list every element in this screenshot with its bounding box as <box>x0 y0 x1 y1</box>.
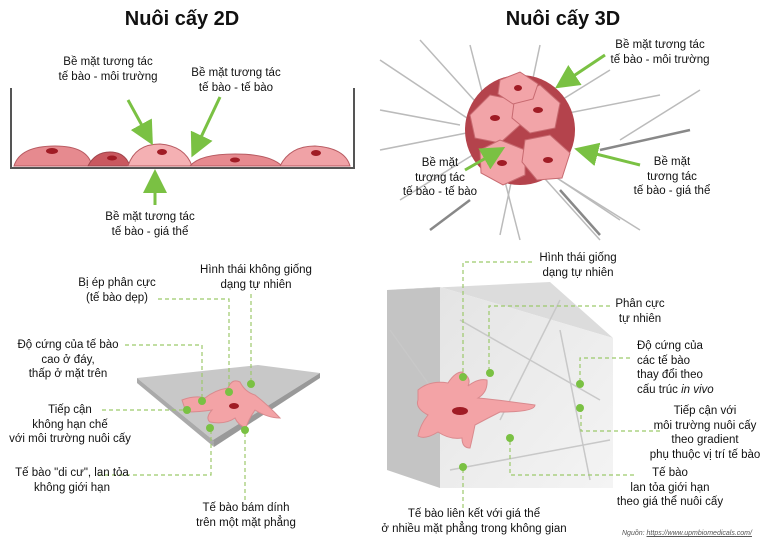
marker-dots-3d <box>459 369 584 471</box>
label-line: Bề mặt <box>653 156 691 168</box>
label-line: Phân cực <box>615 298 665 310</box>
label-line: tế bào - tế bào <box>402 186 478 198</box>
label-3d-natural-polarity: Phân cực tự nhiên <box>615 297 664 326</box>
label-line: cao ở đáy, <box>41 353 95 366</box>
label-line: Bề mặt tương tác <box>191 67 281 79</box>
label-line: tế bào - môi trường <box>58 70 158 83</box>
label-italic-text: in vivo <box>681 383 714 396</box>
label-line: trên một mặt phẳng <box>196 516 296 529</box>
label-line: Tiếp cận <box>48 404 92 416</box>
label-line: tương tác <box>415 171 465 184</box>
label-2d-migration: Tế bào "di cư", lan tỏa không giới hạn <box>15 466 129 495</box>
title-3d-culture: Nuôi cấy 3D <box>505 8 621 30</box>
label-line: Bề mặt tương tác <box>63 56 153 68</box>
label-2d-adhesion: Tế bào bám dính trên một mặt phẳng <box>196 501 296 530</box>
label-line: Bề mặt <box>421 157 459 169</box>
petri-dish-2d <box>10 88 355 169</box>
source-credit: Nguồn: https://www.upmbiomedicals.com/ <box>622 530 752 537</box>
scaffold-cube-3d <box>387 282 613 488</box>
label-2d-unnatural-morphology: Hình thái không giống dạng tự nhiên <box>200 263 312 292</box>
label-line: với môi trường nuôi cấy <box>9 433 131 445</box>
label-2d-cell-cell-interface: Bề mặt tương tác tế bào - tế bào <box>191 66 280 95</box>
label-line: cấu trúc in vivo <box>637 383 714 398</box>
label-3d-multiplane-binding: Tế bào liên kết với giá thể ở nhiều mặt p… <box>381 507 566 536</box>
label-2d-forced-polarity: Bị ép phân cực (tế bào dẹp) <box>78 276 155 305</box>
label-2d-unlimited-access: Tiếp cận không hạn chế với môi trường nuôi… <box>9 403 131 447</box>
label-3d-stiffness: Độ cứng của các tế bào thay đổi theo cấu tr… <box>637 339 714 397</box>
label-line: Tế bào "di cư", lan tỏa <box>15 467 129 479</box>
arrows-3d <box>464 53 641 172</box>
label-line: Tế bào liên kết với giá thể <box>407 508 541 520</box>
label-3d-limited-spread: Tế bào lan tỏa giới hạn theo giá thể nuôi … <box>617 466 723 510</box>
label-text: cấu trúc <box>637 383 682 396</box>
label-line: Hình thái không giống <box>200 264 312 276</box>
label-line: không giới hạn <box>34 481 110 494</box>
source-label: Nguồn: <box>622 530 647 537</box>
label-2d-cell-scaffold-interface: Bề mặt tương tác tế bào - giá thể <box>105 210 194 239</box>
label-3d-cell-scaffold-interface: Bề mặt tương tác tế bào - giá thể <box>634 155 711 199</box>
label-line: theo gradient <box>671 434 739 446</box>
label-line: tự nhiên <box>618 312 662 325</box>
label-2d-stiffness: Độ cứng của tế bào cao ở đáy, thấp ở mặt t… <box>17 338 118 382</box>
label-line: Tế bào <box>652 467 688 479</box>
label-line: tế bào - tế bào <box>198 81 274 94</box>
arrows-2d <box>126 96 222 205</box>
cell-cluster-3d <box>379 39 701 241</box>
label-3d-gradient-access: Tiếp cận với môi trường nuôi cấy theo grad… <box>650 404 761 462</box>
label-3d-cell-cell-interface: Bề mặt tương tác tế bào - tế bào <box>403 156 477 200</box>
leader-lines-2d <box>98 294 252 500</box>
label-line: tế bào - môi trường <box>610 53 710 66</box>
marker-dots-2d <box>183 380 255 434</box>
label-line: (tế bào dẹp) <box>85 291 149 304</box>
label-line: Tế bào bám dính <box>202 502 290 514</box>
source-link[interactable]: https://www.upmbiomedicals.com/ <box>646 530 752 537</box>
label-3d-natural-morphology: Hình thái giống dạng tự nhiên <box>539 251 616 280</box>
label-line: tương tác <box>647 170 697 183</box>
label-line: lan tỏa giới hạn <box>630 481 710 494</box>
label-line: môi trường nuôi cấy <box>653 419 757 432</box>
label-line: Độ cứng của tế bào <box>17 339 119 351</box>
label-line: các tế bào <box>637 354 691 367</box>
label-line: ở nhiều mặt phẳng trong không gian <box>381 522 567 535</box>
label-line: thay đổi theo <box>637 369 703 381</box>
title-2d-culture: Nuôi cấy 2D <box>124 8 240 30</box>
label-line: Bề mặt tương tác <box>105 211 195 223</box>
label-line: Hình thái giống <box>539 252 617 264</box>
label-2d-cell-medium-interface: Bề mặt tương tác tế bào - môi trường <box>59 55 158 84</box>
label-line: dạng tự nhiên <box>220 278 292 291</box>
label-line: tế bào - giá thể <box>633 185 711 197</box>
label-line: Độ cứng của <box>637 340 703 352</box>
label-line: dạng tự nhiên <box>542 266 614 279</box>
label-3d-cell-medium-interface: Bề mặt tương tác tế bào - môi trường <box>611 38 710 67</box>
label-line: tế bào - giá thể <box>111 225 189 238</box>
leader-lines-3d <box>462 261 660 508</box>
label-line: Bị ép phân cực <box>78 277 156 289</box>
label-line: không hạn chế <box>32 418 108 431</box>
label-line: Bề mặt tương tác <box>615 39 705 51</box>
label-line: thấp ở mặt trên <box>28 368 108 380</box>
label-line: theo giá thể nuôi cấy <box>616 496 724 508</box>
label-line: phụ thuộc vị trí tế bào <box>649 448 761 461</box>
flat-plate-2d <box>137 365 320 447</box>
label-line: Tiếp cận với <box>673 405 737 417</box>
